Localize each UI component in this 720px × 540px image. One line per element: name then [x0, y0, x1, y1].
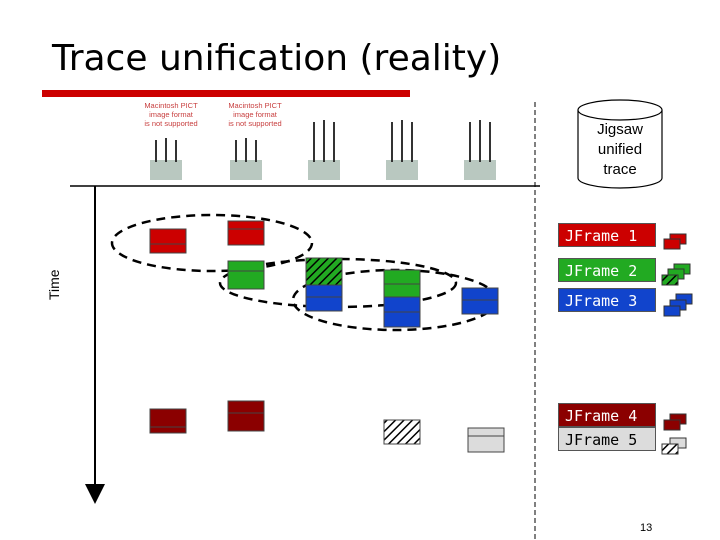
stack-icon-jframe4 — [663, 413, 687, 431]
trace-frame-green-hatched — [305, 257, 343, 287]
jigsaw-line: unified — [597, 141, 643, 158]
grouping-ellipse-1 — [110, 213, 314, 273]
stack-icon-jframe3 — [663, 293, 693, 317]
trace-frame-gray — [467, 427, 505, 453]
missing-image-line: is not supported — [144, 119, 198, 128]
device-image-2 — [230, 138, 262, 180]
jigsaw-line: trace — [603, 161, 637, 178]
device-image-4 — [386, 120, 418, 180]
missing-image-line: image format — [149, 110, 193, 119]
legend-jframe-1: JFrame 1 — [558, 223, 656, 247]
legend-jframe-3: JFrame 3 — [558, 288, 656, 312]
trace-frame-red — [227, 220, 265, 246]
device-image-5 — [464, 120, 496, 180]
missing-image-line: image format — [233, 110, 277, 119]
stack-icon-jframe2 — [661, 263, 691, 286]
trace-frame-blue — [461, 287, 499, 315]
trace-frame-darkred — [149, 408, 187, 434]
trace-frame-blue — [383, 296, 421, 328]
missing-image-notice-2: Macintosh PICT image format is not suppo… — [220, 101, 290, 128]
trace-frame-red — [149, 228, 187, 254]
trace-frame-hatched — [383, 419, 421, 445]
missing-image-line: Macintosh PICT — [228, 101, 282, 110]
trace-frame-green — [383, 269, 421, 299]
trace-frame-green — [227, 260, 265, 290]
jigsaw-unified-trace-label: Jigsaw unified trace — [578, 120, 662, 180]
trace-frame-darkred — [227, 400, 265, 432]
stack-icon-jframe1 — [663, 233, 687, 250]
legend-jframe-4: JFrame 4 — [558, 403, 656, 427]
trace-frame-blue — [305, 284, 343, 312]
slide-title: Trace unification (reality) — [52, 38, 502, 79]
jigsaw-line: Jigsaw — [597, 121, 643, 138]
time-axis-label: Time — [46, 269, 62, 300]
missing-image-line: is not supported — [228, 119, 282, 128]
jigsaw-cylinder — [577, 99, 663, 189]
title-accent-bar — [42, 90, 410, 97]
stack-icon-jframe5 — [661, 437, 687, 455]
device-image-3 — [308, 120, 340, 180]
legend-jframe-2: JFrame 2 — [558, 258, 656, 282]
legend-jframe-5: JFrame 5 — [558, 427, 656, 451]
page-number: 13 — [640, 522, 653, 534]
missing-image-line: Macintosh PICT — [144, 101, 198, 110]
missing-image-notice-1: Macintosh PICT image format is not suppo… — [136, 101, 206, 128]
device-image-1 — [150, 138, 182, 180]
